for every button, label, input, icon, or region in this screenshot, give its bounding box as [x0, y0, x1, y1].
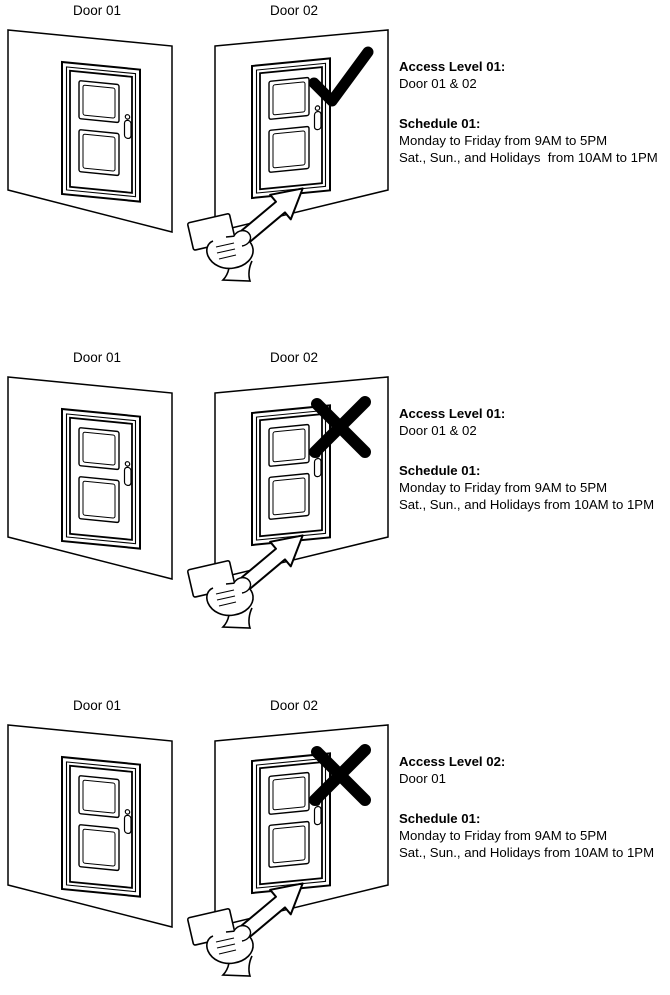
access-info: Access Level 02: Door 01 Schedule 01: Mo… [399, 753, 670, 861]
door-scene-illustration [0, 347, 400, 647]
schedule-line-1: Monday to Friday from 9AM to 5PM [399, 828, 608, 843]
access-level-heading: Access Level 01: [399, 406, 506, 421]
schedule-line-1: Monday to Friday from 9AM to 5PM [399, 480, 608, 495]
access-info: Access Level 01: Door 01 & 02 Schedule 0… [399, 405, 670, 513]
access-level-doors: Door 01 & 02 [399, 423, 477, 438]
schedule-heading: Schedule 01: [399, 463, 481, 478]
access-level-heading: Access Level 01: [399, 59, 506, 74]
door-scene-illustration [0, 695, 400, 995]
door-01-label: Door 01 [72, 698, 122, 713]
access-info: Access Level 01: Door 01 & 02 Schedule 0… [399, 58, 670, 166]
door-01-label: Door 01 [72, 350, 122, 365]
schedule-line-2: Sat., Sun., and Holidays from 10AM to 1P… [399, 497, 655, 512]
schedule-line-2: Sat., Sun., and Holidays from 10AM to 1P… [399, 150, 658, 165]
access-level-doors: Door 01 [399, 771, 446, 786]
scenario-2-access-denied: Door 01 Door 02 Access Level 01: Door 01… [0, 347, 670, 647]
schedule-line-1: Monday to Friday from 9AM to 5PM [399, 133, 608, 148]
schedule-line-2: Sat., Sun., and Holidays from 10AM to 1P… [399, 845, 655, 860]
access-level-heading: Access Level 02: [399, 754, 506, 769]
door-scene-illustration [0, 0, 400, 300]
schedule-heading: Schedule 01: [399, 811, 481, 826]
schedule-heading: Schedule 01: [399, 116, 481, 131]
scenario-3-access-denied: Door 01 Door 02 Access Level 02: Door 01… [0, 695, 670, 995]
door-02-label: Door 02 [269, 3, 319, 18]
door-02-label: Door 02 [269, 698, 319, 713]
scenario-1-access-granted: Door 01 Door 02 Access Level 01: Door 01… [0, 0, 670, 300]
door-02-label: Door 02 [269, 350, 319, 365]
access-level-doors: Door 01 & 02 [399, 76, 477, 91]
door-01-label: Door 01 [72, 3, 122, 18]
